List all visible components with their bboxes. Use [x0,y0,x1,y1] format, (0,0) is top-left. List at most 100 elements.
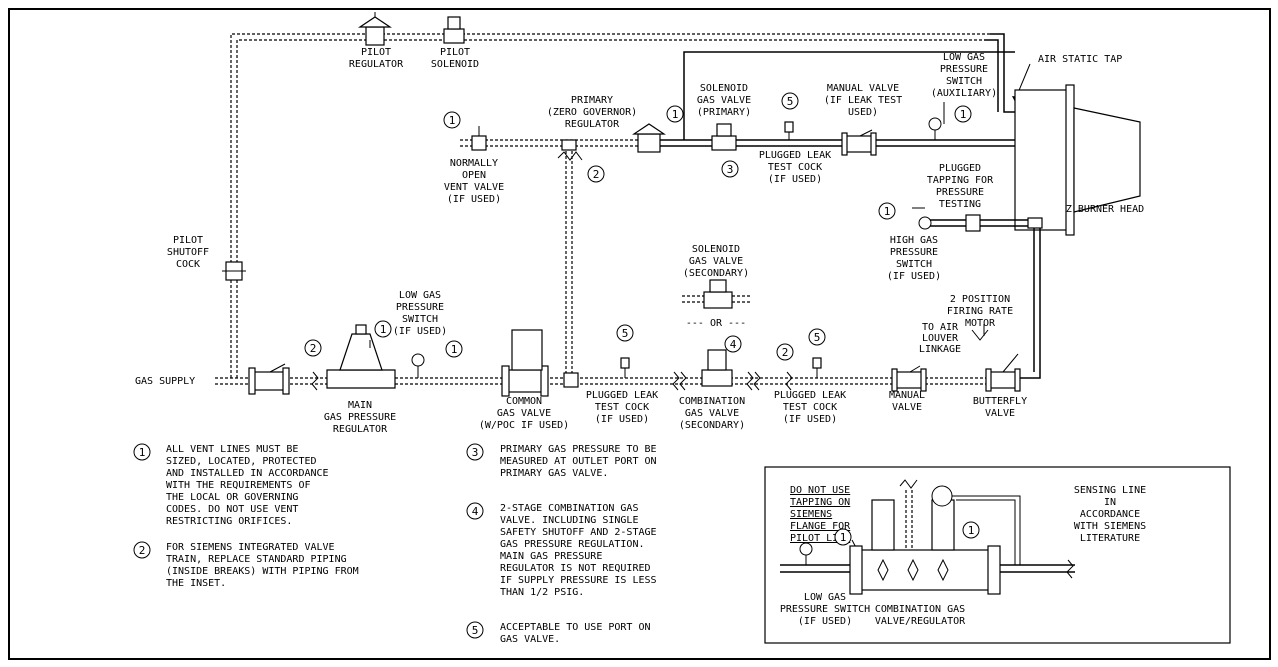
primary-solenoid-icon [711,123,737,151]
svg-text:TRAIN, REPLACE STANDARD PIPING: TRAIN, REPLACE STANDARD PIPING [166,554,347,565]
leak-test-cock-1-icon [620,357,630,378]
svg-text:PLUGGED LEAK: PLUGGED LEAK [759,150,831,161]
svg-text:2: 2 [593,168,600,181]
svg-text:TEST COCK: TEST COCK [768,162,822,173]
svg-text:USED): USED) [848,107,878,118]
svg-text:SOLENOID: SOLENOID [431,59,479,70]
vent-valve-icon [471,126,487,151]
svg-text:(SECONDARY): (SECONDARY) [683,268,749,279]
svg-text:PRIMARY GAS PRESSURE TO BE: PRIMARY GAS PRESSURE TO BE [500,444,657,455]
svg-text:SIZED, LOCATED, PROTECTED: SIZED, LOCATED, PROTECTED [166,456,317,467]
svg-text:(IF USED): (IF USED) [447,194,501,205]
svg-text:SWITCH: SWITCH [896,259,932,270]
svg-text:(SECONDARY): (SECONDARY) [679,420,745,431]
pilot-solenoid-icon [443,16,465,44]
svg-text:COMMON: COMMON [506,396,542,407]
svg-text:TAPPING ON: TAPPING ON [790,497,850,508]
svg-text:GAS PRESSURE REGULATION.: GAS PRESSURE REGULATION. [500,539,645,550]
svg-text:(AUXILIARY): (AUXILIARY) [931,88,997,99]
note-2: 2 FOR SIEMENS INTEGRATED VALVE TRAIN, RE… [133,541,359,589]
plugged-tapping-label: PLUGGED TAPPING FOR PRESSURE TESTING [927,163,994,210]
svg-text:(IF USED): (IF USED) [887,271,941,282]
butterfly-valve-icon [985,353,1021,392]
combination-valve-label: COMBINATION GAS VALVE (SECONDARY) [679,396,745,431]
low-gas-main-label: LOW GAS PRESSURE SWITCH (IF USED) [393,290,447,337]
svg-text:(IF USED): (IF USED) [768,174,822,185]
svg-text:GAS VALVE: GAS VALVE [497,408,551,419]
svg-text:1: 1 [451,343,458,356]
svg-text:VENT VALVE: VENT VALVE [444,182,504,193]
svg-text:1: 1 [672,108,679,121]
svg-text:1: 1 [968,524,975,537]
svg-text:GAS PRESSURE: GAS PRESSURE [324,412,396,423]
primary-line [460,51,1015,147]
svg-text:4: 4 [472,505,479,518]
svg-text:PRESSURE: PRESSURE [936,187,984,198]
svg-text:Z BURNER HEAD: Z BURNER HEAD [1066,204,1144,215]
svg-text:MAIN: MAIN [348,400,372,411]
svg-text:TAPPING FOR: TAPPING FOR [927,175,994,186]
svg-text:GAS VALVE: GAS VALVE [685,408,739,419]
svg-text:2: 2 [782,346,789,359]
svg-text:GAS VALVE: GAS VALVE [697,95,751,106]
primary-regulator-label: PRIMARY (ZERO GOVERNOR) REGULATOR [547,95,637,130]
svg-text:GAS VALVE: GAS VALVE [689,256,743,267]
svg-text:SENSING LINE: SENSING LINE [1074,485,1146,496]
combination-valve-icon [701,349,733,387]
svg-text:TEST COCK: TEST COCK [595,402,649,413]
svg-text:PRESSURE: PRESSURE [890,247,938,258]
svg-text:SAFETY SHUTOFF AND 2-STAGE: SAFETY SHUTOFF AND 2-STAGE [500,527,657,538]
svg-text:WITH THE REQUIREMENTS OF: WITH THE REQUIREMENTS OF [166,480,311,491]
svg-text:REGULATOR IS NOT REQUIRED: REGULATOR IS NOT REQUIRED [500,563,651,574]
siemens-inset: DO NOT USE TAPPING ON SIEMENS FLANGE FOR… [764,466,1231,644]
svg-text:MANUAL: MANUAL [889,390,925,401]
svg-text:VALVE: VALVE [985,408,1015,419]
svg-text:LITERATURE: LITERATURE [1080,533,1140,544]
svg-text:PILOT: PILOT [173,235,203,246]
svg-text:1: 1 [840,531,847,544]
svg-text:MEASURED AT OUTLET PORT ON: MEASURED AT OUTLET PORT ON [500,456,657,467]
svg-text:LOW GAS: LOW GAS [943,52,985,63]
burner-head: Z BURNER HEAD [1014,84,1144,236]
pilot-solenoid-label: PILOT SOLENOID [431,47,479,70]
svg-text:PLUGGED: PLUGGED [939,163,981,174]
high-gas-switch-line [912,207,1043,379]
svg-text:3: 3 [472,446,479,459]
svg-text:THE LOCAL OR GOVERNING: THE LOCAL OR GOVERNING [166,492,298,503]
low-gas-aux-switch-icon [928,117,942,140]
leak-test-cock-2-icon [812,357,822,378]
svg-text:3: 3 [727,163,734,176]
svg-text:BUTTERFLY: BUTTERFLY [973,396,1027,407]
svg-text:1: 1 [380,323,387,336]
pilot-shutoff-label: PILOT SHUTOFF COCK [167,235,209,270]
svg-text:CODES. DO NOT USE VENT: CODES. DO NOT USE VENT [166,504,298,515]
svg-text:IN: IN [1104,497,1116,508]
svg-text:(IF USED): (IF USED) [595,414,649,425]
svg-text:THE INSET.: THE INSET. [166,578,226,589]
svg-text:REGULATOR: REGULATOR [333,424,388,435]
break-mark [785,371,793,391]
svg-text:1: 1 [884,205,891,218]
tee-fitting [563,372,579,388]
main-regulator-label: MAIN GAS PRESSURE REGULATOR [324,400,396,435]
svg-text:(W/POC IF USED): (W/POC IF USED) [479,420,569,431]
break-mark [746,371,761,391]
main-line [215,377,1020,385]
svg-text:PLUGGED LEAK: PLUGGED LEAK [774,390,846,401]
common-valve-label: COMMON GAS VALVE (W/POC IF USED) [479,396,569,431]
svg-text:SWITCH: SWITCH [402,314,438,325]
low-gas-switch-main-icon [411,353,425,378]
svg-text:PRESSURE: PRESSURE [396,302,444,313]
firing-rate-motor-label: 2 POSITION FIRING RATE MOTOR [947,294,1013,329]
svg-text:LOW GAS: LOW GAS [399,290,441,301]
svg-text:(IF USED): (IF USED) [783,414,837,425]
svg-text:SOLENOID: SOLENOID [700,83,748,94]
svg-text:COCK: COCK [176,259,200,270]
svg-text:5: 5 [814,331,821,344]
break-mark [672,371,687,391]
svg-text:AIR STATIC TAP: AIR STATIC TAP [1038,54,1122,65]
main-regulator-icon [326,324,396,389]
svg-text:ALL VENT LINES MUST BE: ALL VENT LINES MUST BE [166,444,298,455]
svg-text:NORMALLY: NORMALLY [450,158,498,169]
